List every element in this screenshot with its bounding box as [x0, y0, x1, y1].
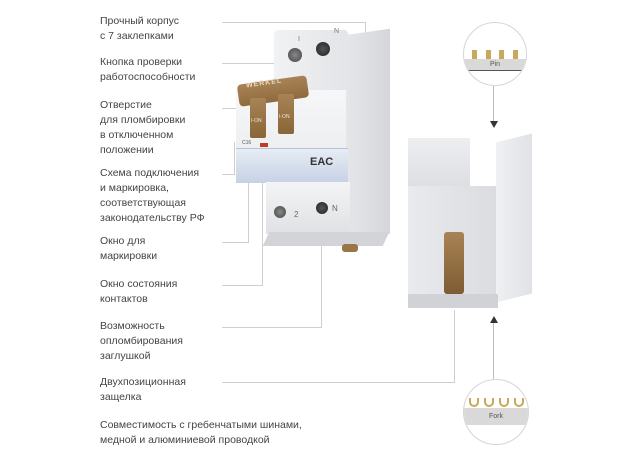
feature-label-busbar-compat: Совместимость с гребенчатыми шинами, мед…: [100, 419, 302, 446]
leader-line-test-button: [222, 63, 292, 64]
din-latch-rear[interactable]: [444, 232, 464, 294]
feature-label-rivets: Прочный корпус с 7 заклепками: [100, 15, 180, 42]
fork-tooth: [468, 398, 479, 407]
pin-tooth: [485, 50, 491, 59]
leader-line-marking: [222, 242, 248, 243]
device-front-view: I N WERKEL I-ON I-ON C16 EAC 2 N: [236, 20, 406, 260]
contact-status-window: [260, 143, 268, 147]
arrow-line-fork: [493, 318, 494, 382]
leader-line-marking-v: [248, 168, 249, 243]
arrow-line-pin: [493, 70, 494, 124]
leader-line-contact: [222, 285, 262, 286]
din-latch-front: [342, 244, 358, 252]
marking-window: [236, 148, 348, 183]
toggle-lever-right: [278, 94, 294, 134]
rear-top-block: [408, 138, 470, 188]
feature-label-latch: Двухпозиционная защелка: [100, 376, 186, 403]
terminal-bottom-right: [316, 202, 328, 214]
terminal-top-right: [316, 42, 330, 56]
leader-line-cap-v: [321, 205, 322, 328]
pin-tooth: [472, 50, 477, 59]
rating-label: C16: [242, 140, 252, 146]
arrow-up-icon: [490, 316, 498, 323]
leader-line-latch: [222, 382, 455, 383]
terminal-top-left-label: I: [298, 36, 300, 43]
feature-label-test-button: Кнопка проверки работоспособности: [100, 56, 196, 83]
leader-line-latch-v: [454, 310, 455, 383]
feature-label-marking-window: Окно для маркировки: [100, 235, 158, 262]
feature-label-contact-window: Окно состояния контактов: [100, 278, 178, 305]
busbar-fork-label: Fork: [489, 413, 503, 420]
leader-line-scheme-v: [234, 142, 235, 175]
eac-mark: EAC: [310, 156, 334, 168]
device-rear-view: [400, 128, 540, 318]
rear-side: [496, 133, 532, 303]
pin-tooth: [512, 50, 518, 59]
leader-line-rivets-v: [365, 22, 366, 32]
feature-label-seal-hole: Отверстие для пломбировки в отключенном …: [100, 99, 186, 156]
busbar-pin-label: Pin: [489, 61, 501, 68]
toggle-lever-left: [250, 98, 266, 138]
fork-bar: Fork: [464, 408, 528, 425]
terminal-bottom-right-label: N: [332, 204, 338, 213]
rear-base: [408, 294, 498, 308]
fork-tooth: [483, 398, 494, 407]
terminal-top-right-label: N: [334, 28, 340, 35]
leader-line-scheme: [222, 174, 234, 175]
pin-bar: Pin: [464, 59, 526, 71]
terminal-bottom-left-label: 2: [294, 210, 299, 219]
feature-label-marking-scheme: Схема подключения и маркировка, соответс…: [100, 167, 205, 224]
device-side-panel: [344, 28, 390, 241]
device-base: [262, 232, 390, 246]
arrow-down-icon: [490, 121, 498, 128]
fork-tooth: [513, 398, 524, 407]
busbar-pin-illustration: Pin: [463, 22, 527, 86]
leader-line-cap: [222, 327, 322, 328]
terminal-bottom-left: [274, 206, 286, 218]
feature-label-cap-seal: Возможность опломбирования заглушкой: [100, 320, 183, 362]
pin-tooth: [499, 50, 505, 59]
fork-teeth: [466, 398, 526, 408]
fork-tooth: [498, 398, 509, 407]
busbar-fork-illustration: Fork: [463, 379, 529, 445]
terminal-top-left: [288, 48, 302, 62]
handle-label-right: I-ON: [279, 114, 290, 120]
leader-line-contact-v: [262, 146, 263, 286]
leader-line-rivets: [222, 22, 366, 23]
pin-teeth: [472, 50, 518, 59]
handle-label-left: I-ON: [251, 118, 262, 124]
